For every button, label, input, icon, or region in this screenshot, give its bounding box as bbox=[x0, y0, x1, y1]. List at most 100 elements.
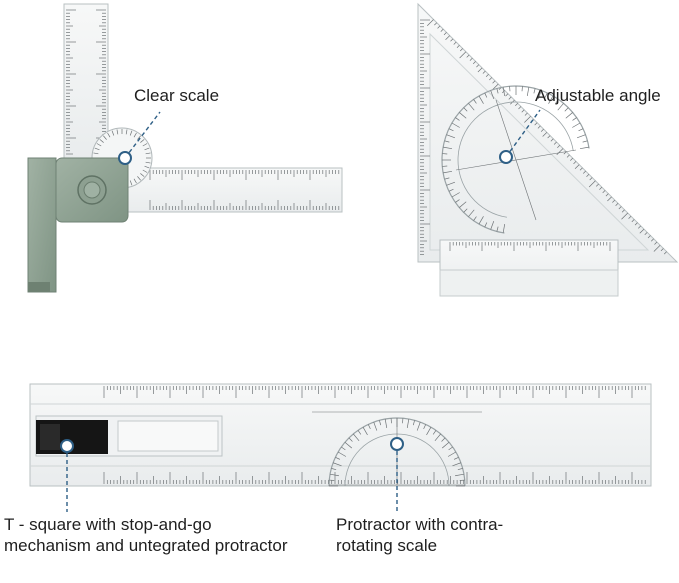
ruler-tick bbox=[638, 225, 641, 229]
ruler-tick bbox=[443, 170, 453, 174]
ruler-tick bbox=[599, 186, 603, 190]
callout-label-tsquare: T - square with stop-and-go mechanism an… bbox=[4, 515, 288, 555]
ruler-tick bbox=[468, 103, 475, 111]
ruler-tick bbox=[459, 112, 467, 119]
ruler-tick bbox=[484, 92, 488, 98]
ruler-tick bbox=[93, 152, 99, 155]
ruler-tick bbox=[423, 424, 427, 430]
ruler-tick bbox=[367, 424, 371, 430]
ruler-tick bbox=[129, 130, 133, 136]
ruler-tick bbox=[583, 170, 586, 174]
ruler-tick bbox=[618, 206, 622, 210]
ruler-tick bbox=[477, 67, 483, 73]
ruler-tick bbox=[473, 99, 477, 104]
ruler-tick bbox=[586, 174, 590, 177]
ruler-tick bbox=[116, 129, 119, 135]
ruler-tick bbox=[582, 140, 588, 143]
callout-label-protractor: Protractor with contra-rotating scale bbox=[336, 515, 504, 555]
ruler-tick bbox=[445, 35, 450, 41]
ruler-tick bbox=[406, 418, 410, 428]
ruler-tick bbox=[353, 433, 360, 442]
ruler-tick bbox=[576, 134, 586, 139]
ruler-tick bbox=[448, 128, 454, 132]
callout-line-adjustable-angle bbox=[505, 109, 541, 158]
ruler-tick bbox=[515, 103, 518, 107]
ruler-tick bbox=[555, 99, 559, 104]
ruler-tick bbox=[466, 54, 470, 58]
ruler-tick bbox=[453, 456, 459, 460]
ruler-tick bbox=[628, 215, 632, 219]
ruler-tick bbox=[478, 216, 484, 225]
ruler-tick bbox=[94, 147, 100, 151]
ruler-tick bbox=[502, 87, 506, 97]
ruler-tick bbox=[547, 135, 551, 139]
ruler-tick bbox=[335, 456, 341, 460]
ruler-tick bbox=[348, 437, 353, 442]
ruler-tick bbox=[137, 135, 141, 140]
set-square-base-grip bbox=[439, 269, 619, 297]
callout-dot-clear-scale bbox=[118, 151, 132, 165]
ruler-tick bbox=[448, 188, 454, 192]
ruler-tick bbox=[142, 169, 148, 173]
ruler-tick bbox=[111, 130, 115, 136]
ruler-tick bbox=[548, 95, 554, 104]
ruler-tick bbox=[463, 208, 468, 213]
ruler-tick bbox=[644, 232, 648, 236]
ruler-tick bbox=[455, 473, 465, 477]
ruler-tick bbox=[524, 115, 531, 123]
ruler-tick bbox=[437, 25, 441, 29]
callout-dot-tsquare bbox=[60, 439, 74, 453]
callout-label-clear-scale: Clear scale bbox=[134, 86, 220, 105]
ruler-tick bbox=[612, 199, 616, 203]
ruler-tick bbox=[521, 109, 525, 113]
ruler-tick bbox=[579, 146, 589, 150]
ruler-tick bbox=[566, 154, 570, 158]
ruler-tick bbox=[434, 22, 438, 26]
callout-dot-adjustable-angle bbox=[499, 150, 513, 164]
ruler-tick bbox=[434, 433, 441, 442]
ruler-tick bbox=[602, 190, 606, 194]
ruler-tick bbox=[447, 451, 457, 457]
ruler-tick bbox=[492, 80, 496, 84]
ruler-tick bbox=[534, 122, 538, 126]
set-square-protractor bbox=[441, 85, 590, 234]
ruler-tick bbox=[484, 222, 488, 228]
hinge-knob-inner bbox=[83, 181, 101, 199]
ruler-tick bbox=[453, 41, 457, 45]
ruler-tick bbox=[634, 222, 638, 226]
ruler-tick bbox=[496, 88, 499, 94]
ruler-tick bbox=[362, 426, 368, 436]
ruler-tick bbox=[537, 125, 541, 129]
stop-block-edge bbox=[28, 282, 50, 292]
ruler-tick bbox=[639, 228, 645, 234]
ruler-tick bbox=[495, 99, 537, 221]
ruler-tick bbox=[557, 145, 561, 148]
protractor-arc bbox=[457, 101, 574, 218]
ruler-tick bbox=[468, 209, 475, 217]
ruler-tick bbox=[140, 173, 145, 177]
ruler-tick bbox=[490, 220, 495, 230]
ruler-tick bbox=[544, 92, 548, 98]
ruler-tick bbox=[384, 418, 388, 428]
ruler-tick bbox=[443, 146, 453, 150]
ruler-tick bbox=[140, 139, 145, 143]
ruler-tick bbox=[478, 95, 484, 104]
ruler-tick bbox=[553, 141, 557, 145]
ruler-tick bbox=[574, 164, 580, 170]
callout-label-adjustable-angle: Adjustable angle bbox=[535, 86, 661, 105]
ruler-tick bbox=[472, 61, 476, 65]
ruler-tick bbox=[129, 180, 133, 186]
ruler-tick bbox=[337, 451, 347, 457]
ruler-tick bbox=[457, 468, 463, 471]
ruler-tick bbox=[570, 157, 573, 161]
horizontal-ruler bbox=[127, 167, 343, 213]
ruler-tick bbox=[441, 437, 446, 442]
ruler-tick bbox=[144, 147, 150, 151]
ruler-tick bbox=[496, 226, 499, 232]
ruler-tick bbox=[455, 199, 460, 203]
ruler-tick bbox=[482, 70, 486, 74]
ruler-tick bbox=[463, 107, 468, 112]
ruler-tick bbox=[473, 216, 477, 221]
ruler-tick bbox=[572, 117, 577, 121]
